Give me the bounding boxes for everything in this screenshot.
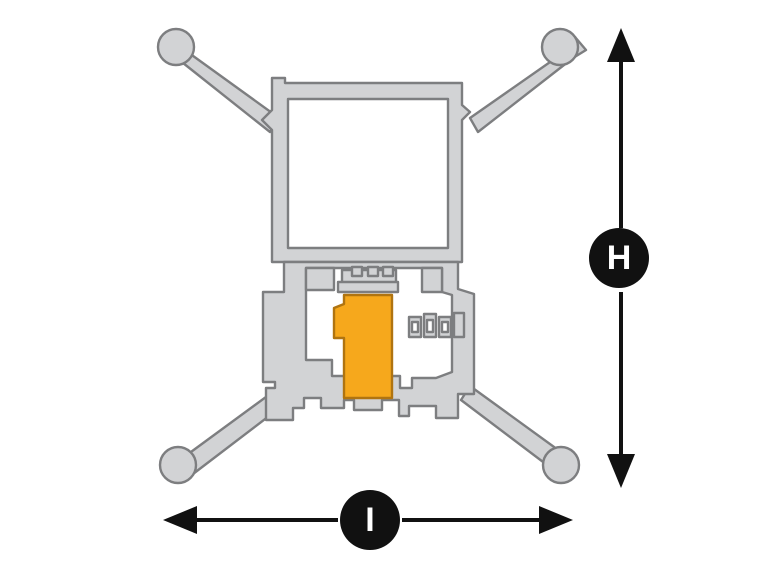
width-dimension: I — [163, 490, 573, 550]
width-arrow-left-icon — [163, 506, 197, 534]
arm-tip-bottom-right — [541, 445, 581, 485]
aluminium-profile — [156, 27, 588, 485]
channel-tooth-1 — [350, 265, 364, 278]
arm-tip-top-left — [156, 27, 196, 67]
arm-tip-top-right — [540, 27, 580, 67]
profile-arms — [156, 27, 588, 485]
height-dimension: H — [589, 28, 649, 488]
width-label: I — [365, 501, 374, 539]
height-badge — [589, 228, 649, 288]
internal-web-right — [420, 266, 444, 294]
height-label: H — [607, 239, 632, 277]
channel-tooth-2 — [366, 265, 380, 278]
arm-tip-bottom-left — [158, 445, 198, 485]
upper-chamber — [260, 76, 472, 264]
gasket-inner-2 — [425, 318, 435, 334]
channel-tooth-3 — [381, 265, 395, 278]
height-arrow-down-icon — [607, 454, 635, 488]
width-badge — [340, 490, 400, 550]
channel-rail — [336, 280, 400, 294]
internal-web-left — [304, 266, 336, 292]
gasket-inner-3 — [440, 320, 450, 334]
insert-body — [332, 293, 394, 400]
gasket-block-4 — [452, 311, 466, 339]
width-arrow-right-icon — [539, 506, 573, 534]
upper-chamber-hollow — [286, 97, 450, 250]
thermal-break-insert — [332, 293, 394, 400]
height-arrow-up-icon — [607, 28, 635, 62]
gasket-inner-1 — [410, 320, 420, 334]
